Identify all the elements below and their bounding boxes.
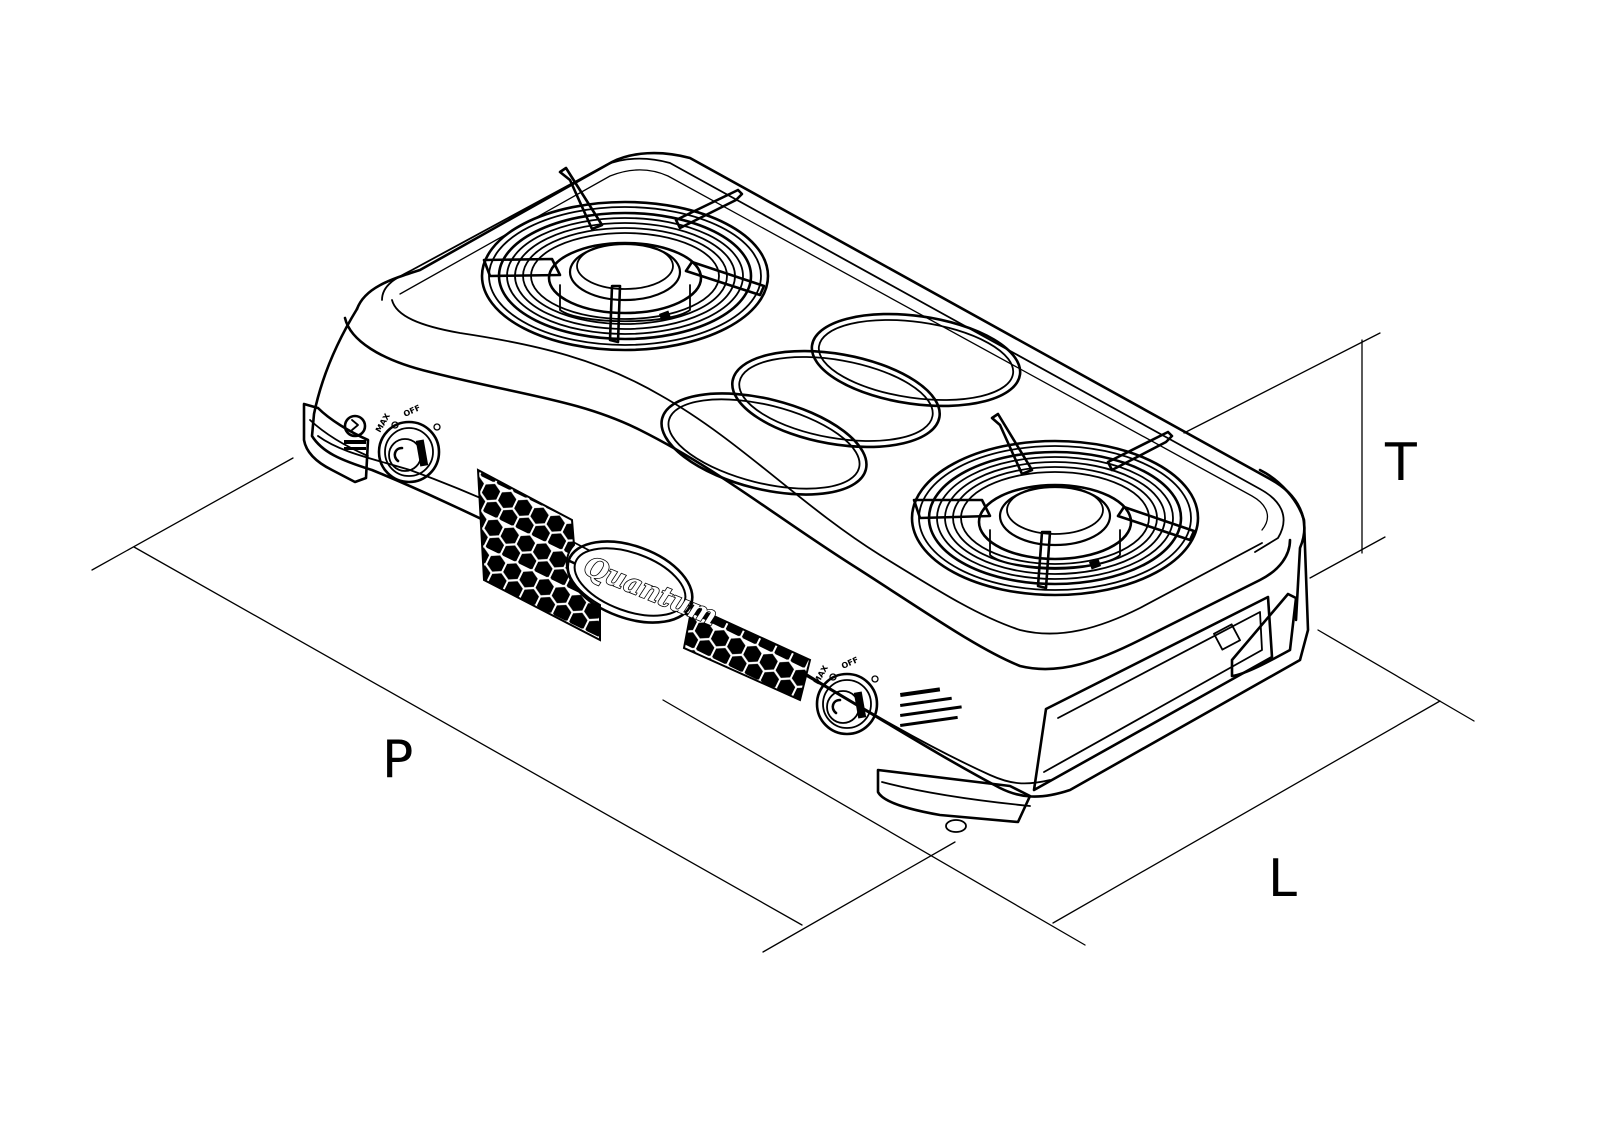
stove-top-rim — [355, 151, 1306, 622]
top-plate-border — [381, 157, 1285, 553]
knob-left: OFF MAX — [374, 403, 441, 484]
height-label: T — [1384, 433, 1417, 493]
top-oval-1 — [810, 312, 1022, 408]
svg-text:OFF: OFF — [402, 403, 422, 419]
stove: OFF MAX OFF MAX — [302, 151, 1310, 833]
rear-right-foot — [1230, 592, 1298, 678]
knob-right: OFF MAX — [812, 655, 879, 736]
top-oval-3 — [660, 392, 868, 496]
burner-left — [480, 166, 770, 352]
front-right-foot — [876, 768, 1032, 824]
dimension-lines — [91, 332, 1475, 953]
top-oval-2 — [731, 349, 941, 449]
depth-label: P — [382, 730, 413, 790]
burner-right — [910, 412, 1200, 597]
spec-label — [900, 687, 962, 727]
ignition-icon — [343, 414, 367, 450]
svg-text:OFF: OFF — [840, 655, 860, 671]
length-label: L — [1268, 849, 1297, 909]
stove-body-outline — [310, 307, 1310, 798]
front-left-foot — [302, 402, 370, 484]
side-tray — [1032, 595, 1274, 792]
